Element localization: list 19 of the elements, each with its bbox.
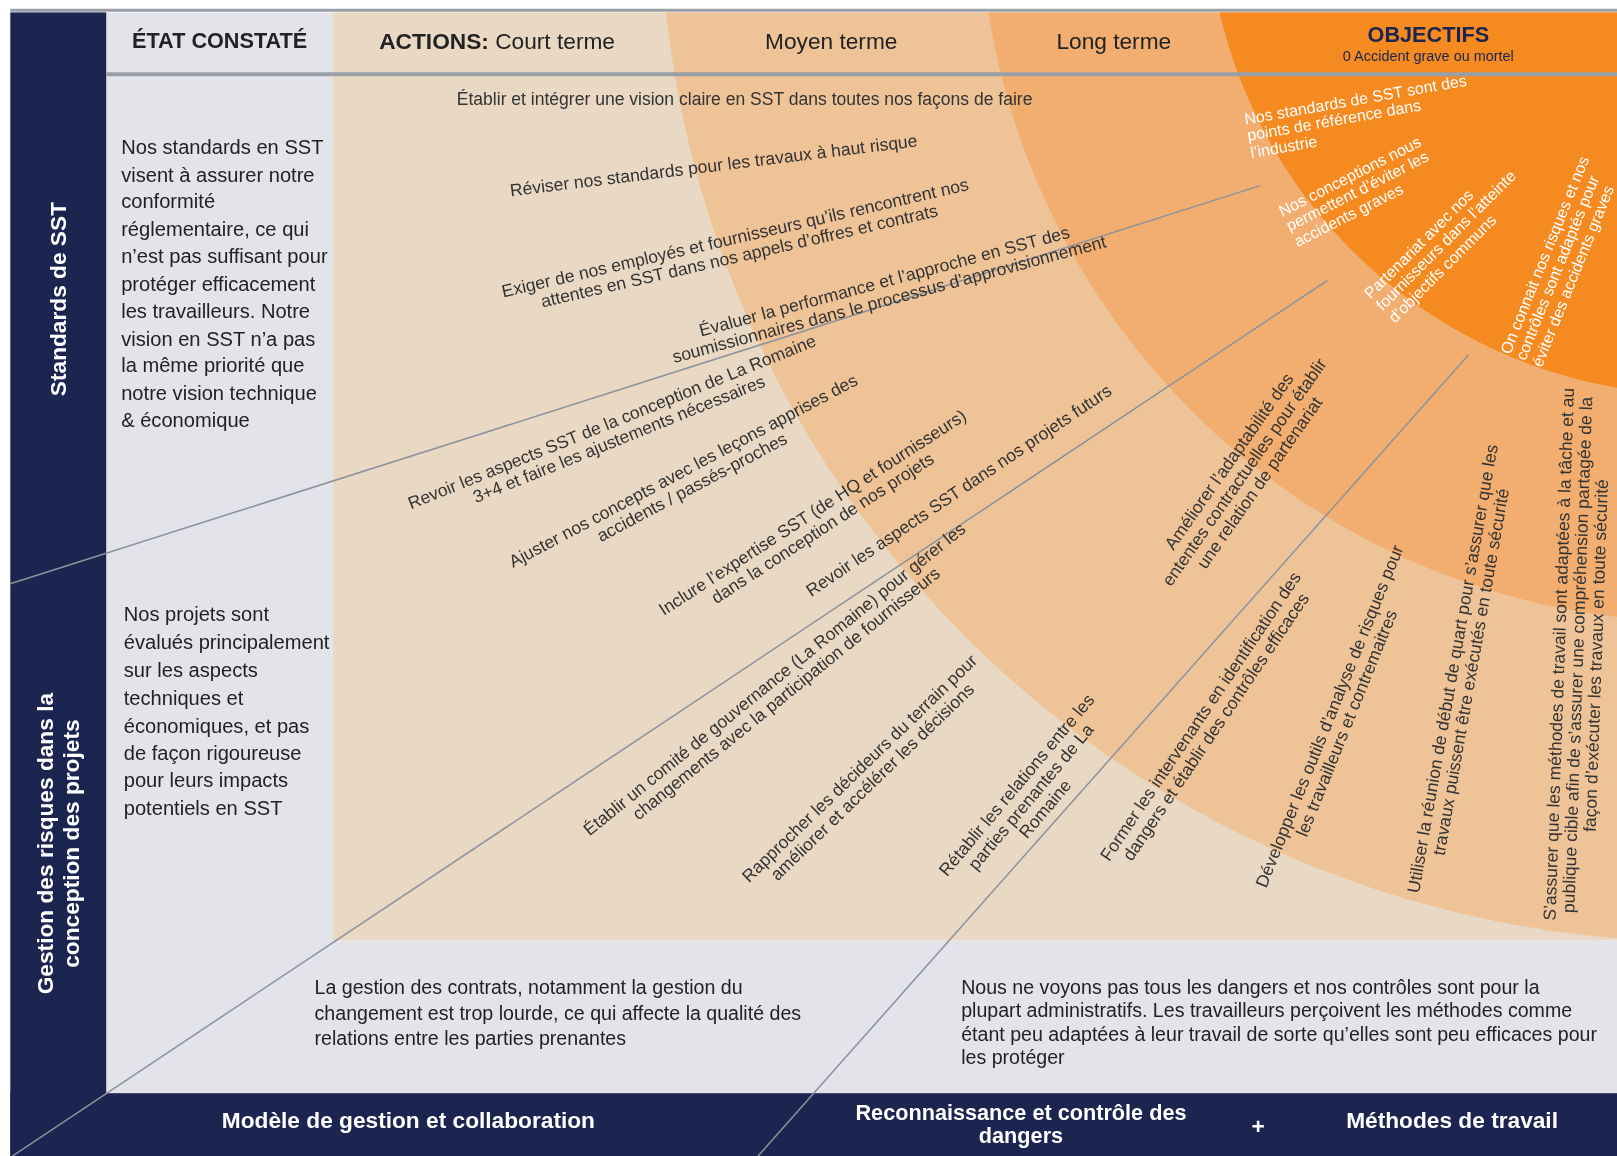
theme-label: Reconnaissance et contrôle des dangers	[854, 1101, 1188, 1147]
column-header: ACTIONS: Court terme	[379, 28, 615, 55]
column-subheader: 0 Accident grave ou mortel	[1342, 47, 1514, 64]
observation-text: Nous ne voyons pas tous les dangers et nos contrôles sont pour la plupart administratifs. Les travailleurs perçoivent les méthodes comme étant peu adaptées à leur travail de sorte qu’elles sont peu efficaces pour les protéger	[961, 976, 1598, 1071]
observation-text: La gestion des contrats, notamment la gestion du changement est trop lourde, ce qui affecte la qualité des relations entre les parties prenantes	[314, 975, 803, 1052]
column-header: Long terme	[1056, 28, 1172, 55]
action-text: S’assurer que les méthodes de travail sont adaptées à la tâche et au publique cible afin de s’assurer une compréhension partagée de la façon d’exécuter les travaux en toute sécurité	[1540, 386, 1613, 923]
observation-text: Nos projets sont évalués principalement sur les aspects techniques et économiques, et pas de façon rigoureuse pour leurs impacts potentiels en SST	[123, 601, 330, 822]
observation-text: Nos standards en SST visent à assurer notre conformité réglementaire, ce qui n’est pas suffisant pour protéger efficacement les travailleurs. Notre vision en SST n’a pas la même priorité que notre vision technique & économique	[121, 134, 329, 434]
theme-label: Modèle de gestion et collaboration	[221, 1106, 595, 1134]
theme-label: Méthodes de travail	[1346, 1106, 1558, 1134]
column-header: ÉTAT CONSTATÉ	[132, 28, 308, 54]
row-label: Gestion des risques dans la conception des projets	[32, 691, 85, 997]
row-label: Standards de SST	[45, 202, 72, 397]
action-text: Utiliser la réunion de début de quart pour s’assurer que les travaux puissent être exécutés en toute sécurité	[1403, 441, 1514, 897]
column-header: Moyen terme	[765, 28, 898, 55]
plus-sign: +	[1251, 1113, 1265, 1140]
action-text: Établir et intégrer une vision claire en SST dans toutes nos façons de faire	[456, 89, 1033, 111]
column-header: OBJECTIFS	[1367, 22, 1490, 48]
